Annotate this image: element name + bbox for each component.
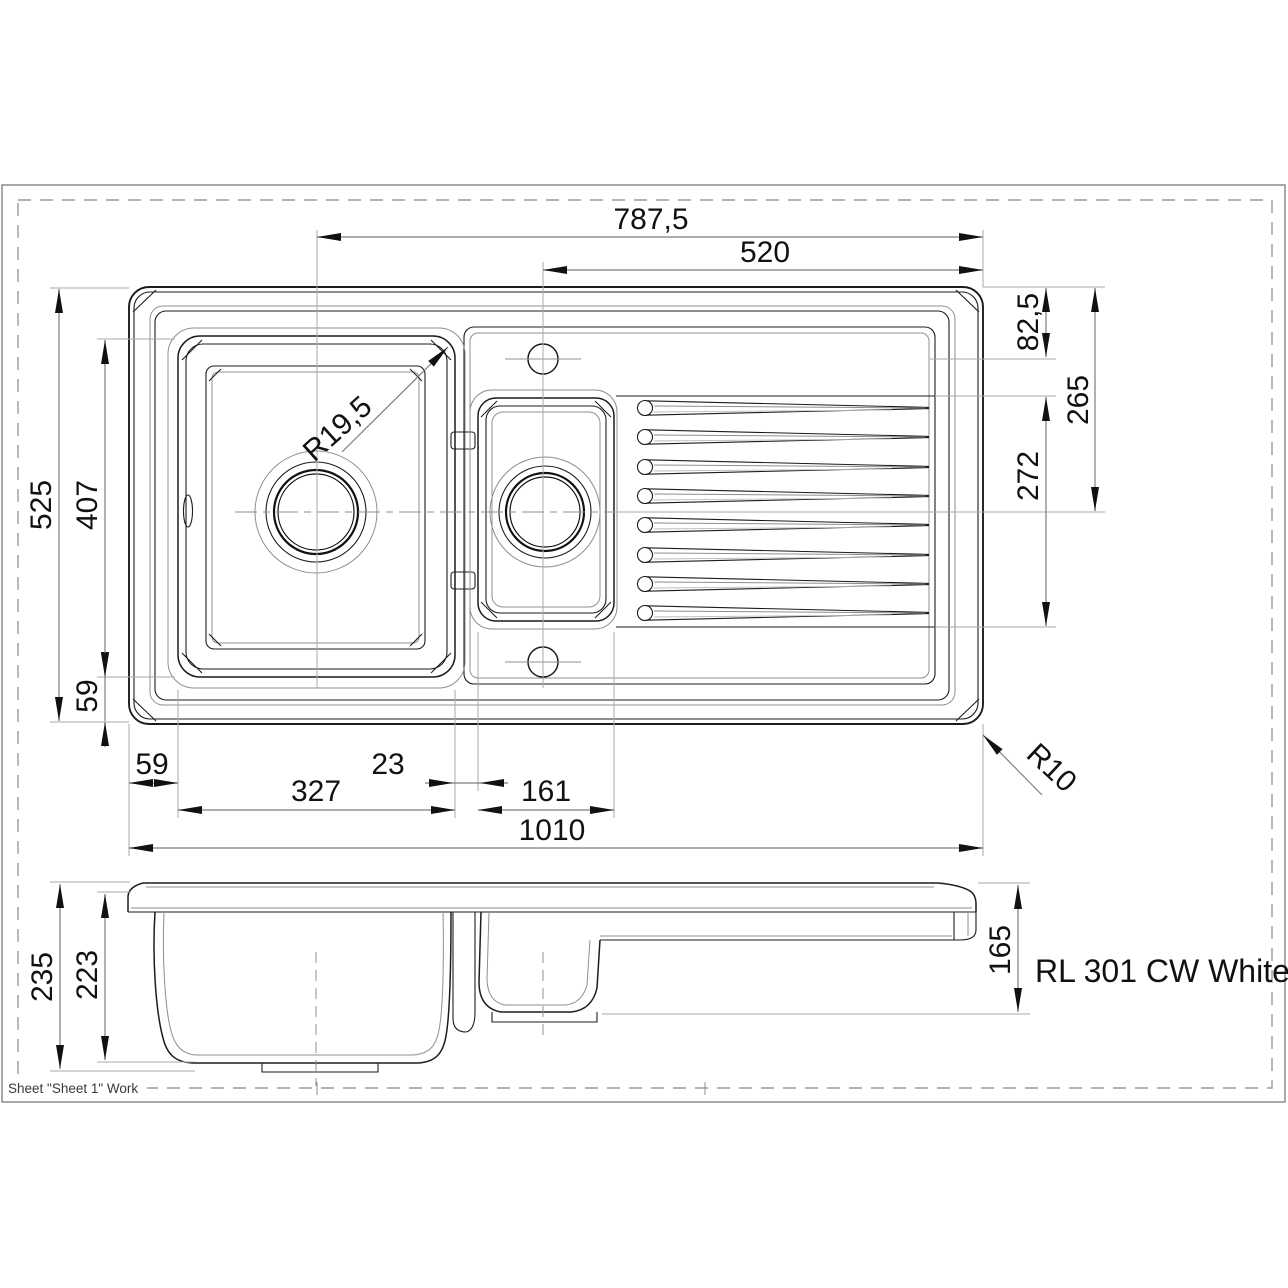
svg-text:235: 235 — [26, 952, 59, 1002]
dim-82-5: 82,5 — [1012, 288, 1050, 357]
svg-text:R19,5: R19,5 — [297, 390, 379, 468]
dim-272: 272 — [1012, 397, 1050, 626]
deck-edge — [463, 326, 936, 685]
svg-text:407: 407 — [71, 480, 104, 530]
svg-text:272: 272 — [1012, 451, 1045, 501]
side-small-bowl — [478, 911, 601, 1023]
svg-text:520: 520 — [740, 236, 790, 269]
drainboard-flute — [636, 604, 930, 622]
side-partition — [452, 912, 476, 1033]
dim-59-left: 59 — [71, 652, 109, 747]
dim-787-5: 787,5 — [317, 203, 983, 241]
dim-161: 161 — [478, 775, 614, 814]
sheet-label-backing — [5, 1080, 147, 1097]
svg-text:165: 165 — [984, 925, 1017, 975]
drainboard-flute — [636, 487, 930, 505]
svg-text:23: 23 — [371, 748, 404, 781]
drainboard-flute — [636, 428, 930, 446]
side-main-bowl — [153, 911, 452, 1073]
svg-text:82,5: 82,5 — [1012, 293, 1045, 351]
dim-23: 23 — [371, 748, 508, 787]
extension-lines — [50, 230, 1105, 856]
main-bowl-foot — [261, 1063, 379, 1073]
dim-223: 223 — [71, 894, 109, 1060]
side-view: 235 223 165 RL 301 CW White — [26, 881, 1288, 1086]
drainboard-flute — [636, 546, 930, 564]
drainboard-flute — [636, 458, 930, 476]
small-drain — [489, 456, 601, 568]
small-bowl-foot — [491, 1012, 598, 1023]
partition-tab — [450, 431, 476, 450]
svg-text:327: 327 — [291, 775, 341, 808]
dim-59-bottom: 59 — [129, 748, 178, 787]
drainboard-flute — [636, 399, 930, 417]
dim-235: 235 — [26, 884, 64, 1069]
svg-text:59: 59 — [71, 679, 104, 712]
svg-text:223: 223 — [71, 950, 104, 1000]
svg-text:1010: 1010 — [519, 814, 586, 847]
drainboard — [616, 395, 935, 628]
dim-265: 265 — [1062, 288, 1099, 511]
svg-text:787,5: 787,5 — [613, 203, 688, 236]
dim-165: 165 — [984, 885, 1022, 1012]
dim-407: 407 — [71, 340, 109, 676]
dim-327: 327 — [178, 775, 455, 814]
dim-525: 525 — [25, 289, 64, 721]
dim-520: 520 — [543, 236, 983, 274]
sheet-frame — [1, 184, 1286, 1103]
sheet-label: Sheet "Sheet 1" Work — [8, 1081, 138, 1096]
product-label: RL 301 CW White — [1035, 953, 1288, 989]
svg-text:R10: R10 — [1020, 737, 1083, 799]
dimensions-side-view: 235 223 165 — [26, 881, 1030, 1072]
drainboard-flute — [636, 516, 930, 534]
side-rim — [127, 882, 977, 941]
dim-1010: 1010 — [129, 814, 983, 852]
drawing-frame-dashed — [17, 199, 1273, 1089]
svg-text:161: 161 — [521, 775, 571, 808]
top-view: 787,5 520 82,5 265 272 525 — [25, 203, 1105, 856]
svg-text:59: 59 — [135, 748, 168, 781]
sink-outline — [128, 286, 984, 725]
partition-tab — [450, 571, 476, 590]
svg-text:525: 525 — [25, 480, 58, 530]
svg-text:265: 265 — [1062, 375, 1095, 425]
radius-callout-r10: R10 — [982, 734, 1083, 799]
drainboard-flute — [636, 575, 930, 593]
overflow-slot — [182, 494, 194, 528]
sheet-border — [1, 184, 1286, 1103]
